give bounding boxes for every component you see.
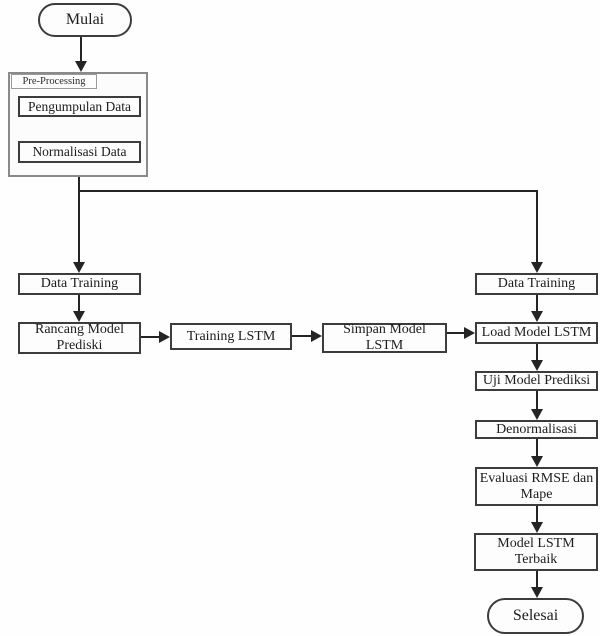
- connector-data-training-to-rancang: [78, 295, 80, 312]
- end-node: Selesai: [487, 598, 584, 634]
- arrowhead-load-model-top: [531, 311, 543, 322]
- connector-data-training-to-load: [536, 295, 538, 311]
- simpan-model-lstm-node: Simpan Model LSTM: [322, 322, 447, 353]
- pengumpulan-data-node: Pengumpulan Data: [18, 96, 141, 117]
- arrowhead-model-terbaik: [531, 522, 543, 533]
- preprocessing-group-label: Pre-Processing: [11, 74, 97, 89]
- connector-evaluasi-to-terbaik: [536, 506, 538, 523]
- uji-model-prediksi-node: Uji Model Prediksi: [475, 371, 598, 391]
- normalisasi-data-node: Normalisasi Data: [18, 141, 141, 163]
- arrowhead-rancang: [73, 311, 85, 322]
- arrowhead-start-to-preprocessing: [75, 61, 87, 72]
- arrowhead-data-training-right: [531, 262, 543, 273]
- connector-uji-to-denormalisasi: [536, 391, 538, 410]
- arrowhead-denormalisasi: [531, 409, 543, 420]
- arrowhead-training-lstm: [159, 331, 170, 343]
- model-lstm-terbaik-node: Model LSTM Terbaik: [474, 533, 598, 571]
- connector-preprocessing-to-data-training-left: [78, 177, 80, 263]
- evaluasi-rmse-mape-node: Evaluasi RMSE dan Mape: [475, 467, 598, 506]
- arrowhead-uji-model: [531, 360, 543, 371]
- connector-training-to-simpan: [292, 335, 312, 337]
- connector-load-to-uji: [536, 344, 538, 361]
- connector-start-to-preprocessing: [80, 37, 82, 62]
- connector-terbaik-to-end: [536, 571, 538, 588]
- arrowhead-load-model: [464, 327, 475, 339]
- rancang-model-prediski-node: Rancang Model Prediski: [18, 322, 141, 354]
- arrowhead-simpan-model: [311, 330, 322, 342]
- data-training-right-node: Data Training: [475, 273, 598, 295]
- connector-denormalisasi-to-evaluasi: [536, 439, 538, 457]
- connector-simpan-to-load: [447, 332, 465, 334]
- denormalisasi-node: Denormalisasi: [475, 420, 598, 439]
- connector-branch-horizontal: [78, 190, 538, 192]
- arrowhead-data-training-left: [73, 262, 85, 273]
- connector-rancang-to-training: [141, 336, 160, 338]
- arrowhead-evaluasi: [531, 456, 543, 467]
- arrowhead-end: [531, 587, 543, 598]
- data-training-left-node: Data Training: [18, 273, 141, 295]
- start-node: Mulai: [38, 3, 132, 37]
- connector-branch-to-data-training-right: [536, 190, 538, 263]
- load-model-lstm-node: Load Model LSTM: [475, 322, 598, 344]
- training-lstm-node: Training LSTM: [170, 323, 292, 350]
